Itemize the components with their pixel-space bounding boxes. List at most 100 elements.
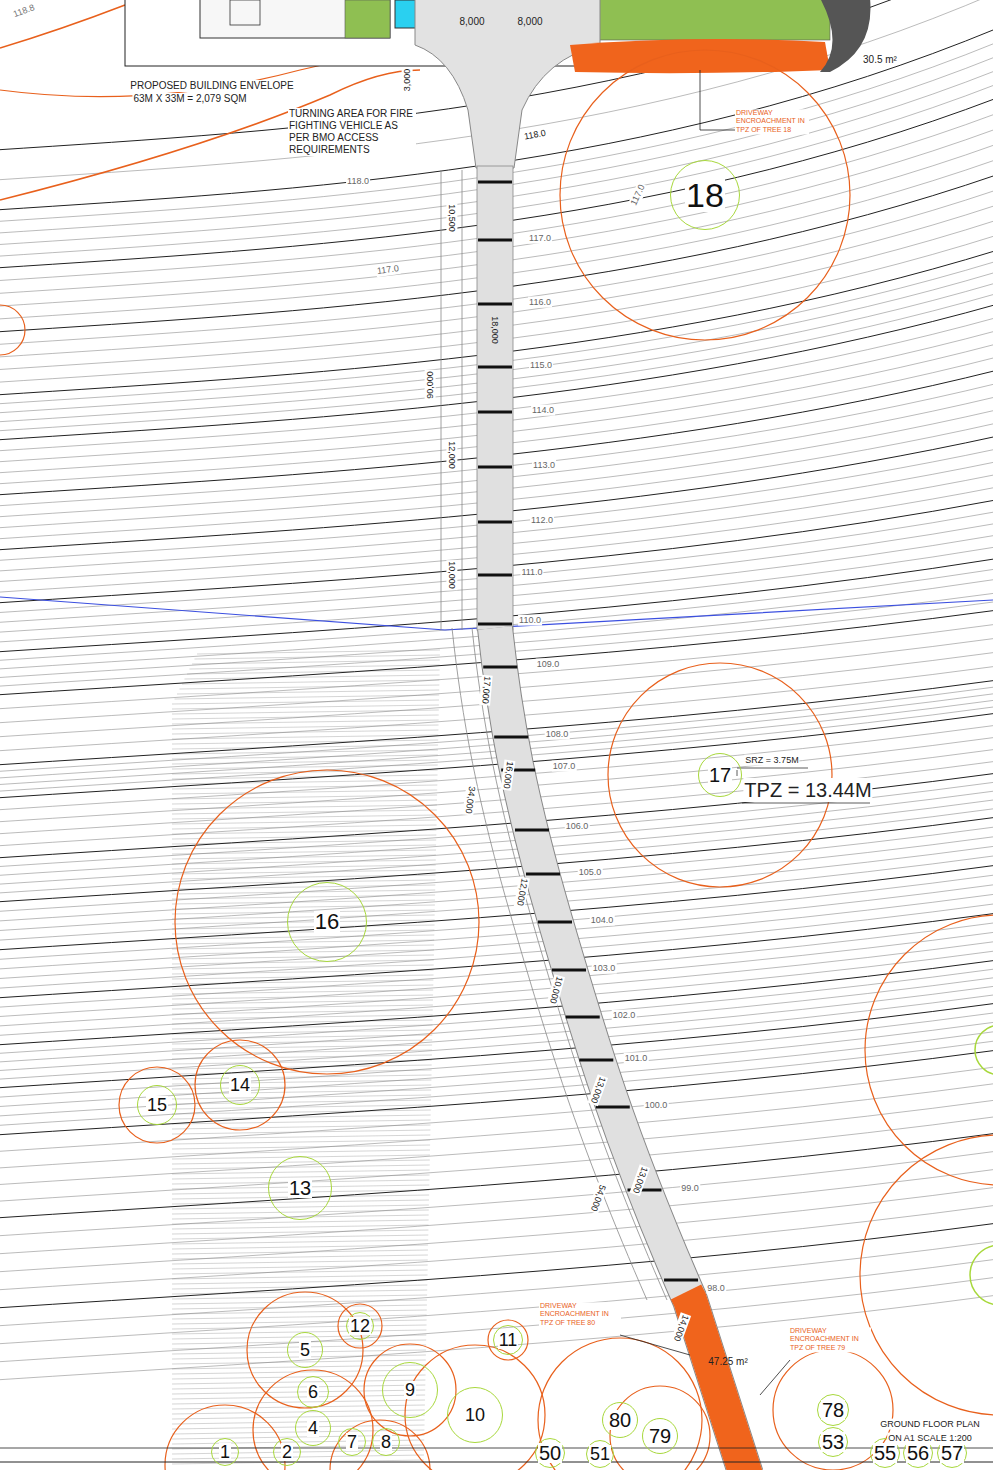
tree-number: 56 (906, 1443, 930, 1463)
contour-label: 100.0 (644, 1100, 669, 1111)
level-tick (478, 239, 512, 242)
tree-number: 51 (589, 1445, 611, 1463)
hatch-line (172, 705, 439, 709)
level-tick (478, 303, 512, 306)
hatch-line (172, 1380, 425, 1384)
level-tick (664, 1279, 698, 1282)
hatch-line (172, 1030, 432, 1034)
level-tick (579, 1059, 613, 1062)
dimension-label: 3,000 (402, 68, 413, 93)
tree-number: 80 (608, 1410, 632, 1430)
minor-contour (0, 884, 993, 969)
hatch-line (172, 1205, 429, 1209)
leader-line (700, 70, 735, 130)
hatch-line (172, 720, 439, 724)
hatch-line (172, 1265, 428, 1269)
level-tick (566, 1016, 600, 1019)
contour-label: 113.0 (532, 460, 556, 471)
room-outline (230, 0, 260, 25)
hatch-line (172, 1010, 433, 1014)
major-contour (0, 913, 993, 998)
level-tick (515, 829, 549, 832)
contour-label: 118.0 (522, 128, 547, 143)
hatch-line (172, 1090, 431, 1094)
tree-circle: 79 (642, 1418, 678, 1454)
tree-circle: 16 (287, 882, 367, 962)
encroachment-note: DRIVEWAY ENCROACHMENT IN TPZ OF TREE 79 (789, 1327, 871, 1352)
contour-label: 101.0 (624, 1053, 649, 1064)
encroachment-note: DRIVEWAY ENCROACHMENT IN TPZ OF TREE 18 (735, 109, 809, 134)
hatch-line (172, 1365, 426, 1369)
level-tick (478, 411, 512, 414)
tree-circle: 4 (295, 1410, 331, 1446)
hatch-line (172, 1335, 426, 1339)
dimension-label: 90,000 (425, 370, 436, 400)
hatch-line (172, 825, 437, 829)
hatch-line (172, 1230, 428, 1234)
contour-label: 117.0 (375, 263, 400, 277)
minor-contour (0, 808, 993, 893)
dimension-label: 10,000 (447, 560, 458, 590)
tree-circle: 6 (297, 1376, 329, 1408)
tree-circle: 53 (818, 1427, 848, 1457)
hatch-line (172, 1005, 433, 1009)
tree-circle: 7 (338, 1428, 366, 1456)
tree-circle: 2 (273, 1438, 301, 1466)
tree-number: 13 (288, 1178, 312, 1198)
tree-number: 8 (380, 1433, 392, 1451)
hatch-line (172, 760, 438, 764)
envelope-curve (0, 70, 420, 200)
dimension-label: 18,000 (490, 315, 501, 345)
hatch-line (172, 725, 439, 729)
drawing-scale: ON A1 SCALE 1:200 (887, 1433, 973, 1444)
minor-contour (0, 836, 993, 921)
hatch-line (172, 1235, 428, 1239)
tree-number: 57 (940, 1443, 964, 1463)
hatch-line (172, 1245, 428, 1249)
minor-contour (0, 799, 993, 884)
tree-number: 12 (349, 1317, 371, 1335)
hatch-line (172, 895, 435, 899)
level-tick (478, 521, 512, 524)
minor-contour (0, 951, 993, 1036)
dimension-line (441, 170, 442, 630)
minor-contour (0, 749, 993, 834)
tree-number: 79 (648, 1426, 672, 1446)
hatch-line (172, 940, 434, 944)
garden-area (345, 0, 390, 38)
minor-contour (0, 725, 993, 810)
tree-number: 9 (404, 1381, 416, 1399)
turning-area-note: TURNING AREA FOR FIRE FIGHTING VEHICLE A… (288, 108, 416, 156)
contour-label: 106.0 (565, 821, 590, 832)
hatch-line (172, 980, 433, 984)
hatch-line (180, 685, 440, 689)
encroachment-area (686, 1292, 746, 1470)
hatch-line (172, 1250, 428, 1254)
tree-circle: 14 (220, 1065, 260, 1105)
site-boundary (0, 1462, 993, 1463)
minor-contour (0, 1116, 993, 1201)
contour-label: 117.0 (528, 233, 552, 244)
minor-contour (0, 922, 993, 1007)
hatch-line (172, 1215, 429, 1219)
minor-contour (0, 1083, 993, 1168)
contour-label: 117.0 (628, 182, 648, 208)
dimension-label: 12,000 (514, 877, 530, 908)
level-tick (478, 366, 512, 369)
tree-circle: 9 (382, 1362, 438, 1418)
hatch-line (172, 700, 439, 704)
hatch-line (172, 750, 438, 754)
hatch-line (172, 1400, 425, 1404)
hatch-line (172, 1325, 427, 1329)
tree-circle: 80 (602, 1402, 638, 1438)
tree-circle: 13 (268, 1156, 332, 1220)
tree-circle: 18 (670, 160, 740, 230)
tree-number: 7 (346, 1433, 358, 1451)
leader-line (760, 1360, 790, 1395)
area-label: 30.5 m² (862, 54, 898, 66)
level-ticks (478, 182, 698, 1280)
hatch-line (172, 1160, 430, 1164)
hatch-line (172, 985, 433, 989)
tree-number: 16 (314, 911, 340, 933)
